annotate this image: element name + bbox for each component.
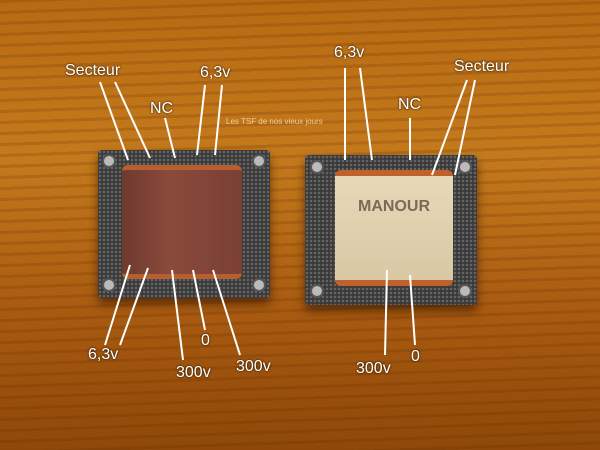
right-coil: MANOUR <box>335 170 453 286</box>
label-nc-right: NC <box>398 96 422 113</box>
label-6-3v-right: 6,3v <box>334 44 365 61</box>
label-nc-left: NC <box>150 100 174 117</box>
label-6-3v-left-bottom: 6,3v <box>88 346 119 363</box>
watermark: Les TSF de nos vieux jours <box>226 117 323 126</box>
left-coil <box>122 165 242 279</box>
brand-label: MANOUR <box>358 198 430 215</box>
label-secteur-left: Secteur <box>65 62 121 79</box>
label-0-left: 0 <box>201 332 210 349</box>
label-0-right: 0 <box>411 348 420 365</box>
label-300v-left-b: 300v <box>236 358 271 375</box>
label-300v-left-a: 300v <box>176 364 211 381</box>
label-secteur-right: Secteur <box>454 58 510 75</box>
label-6-3v-left-top: 6,3v <box>200 64 231 81</box>
label-300v-right: 300v <box>356 360 391 377</box>
